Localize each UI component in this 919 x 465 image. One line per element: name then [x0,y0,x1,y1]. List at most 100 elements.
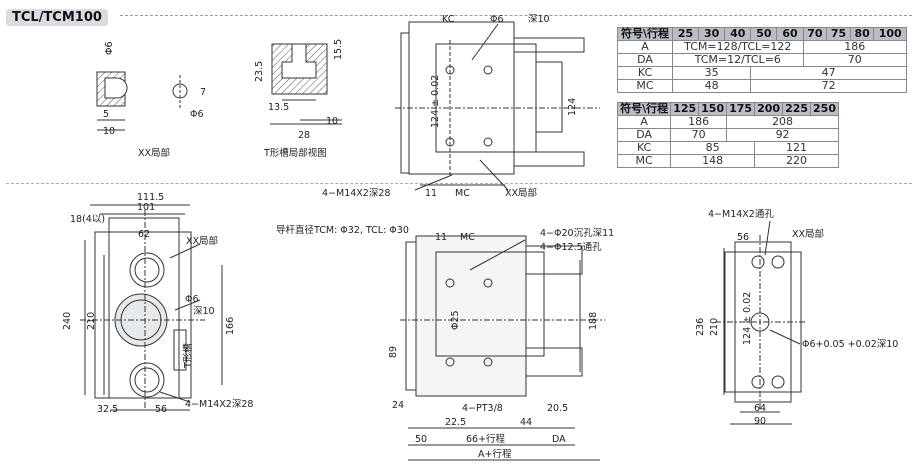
table-row: A 186 208 [616,115,839,129]
label-phi6-c: Φ6 [185,294,199,305]
table-header: 75 [826,27,851,41]
table-cell: 70 [670,128,728,142]
table-cell: 70 [802,53,908,67]
table-header: 200 [754,102,784,116]
table-cell: 35 [671,66,752,80]
label-phi25: Φ25 [450,310,461,330]
table-cell: 72 [750,79,907,93]
label-phi6-top: Φ6 [490,14,504,25]
table-header: 125 [670,102,700,116]
table-header: 符号\行程 [617,27,673,41]
dim-10a: 10 [103,126,115,137]
dim-11a: 11 [425,188,437,199]
table-cell: TCM=128/TCL=122 [672,40,804,54]
label-m14-deep28-b: 4−M14X2深28 [185,399,253,410]
divider [120,15,912,16]
table-row: DA TCM=12/TCL=6 70 [617,53,908,67]
table-header: 225 [782,102,812,116]
label-t-slot-view: T形槽局部视图 [263,147,327,159]
dim-90: 90 [754,416,766,427]
table-cell: DA [617,53,673,67]
dim-22-5: 22.5 [445,417,466,428]
label-rod-dia: 导杆直径TCM: Φ32, TCL: Φ30 [276,224,409,236]
table-header: 70 [802,27,828,41]
dim-210a: 210 [86,312,97,330]
table-cell: 48 [671,79,752,93]
label-m14-deep28: 4−M14X2深28 [322,188,390,199]
dim-23-5: 23.5 [254,61,265,82]
stroke-table-2: 符号\行程 125 150 175 200 225 250 A 186 208 … [616,102,839,168]
table-cell: MC [617,79,673,93]
label-thru: 4−Φ12.5通孔 [540,242,602,253]
table-cell: A [616,115,672,129]
table-header: 150 [698,102,728,116]
label-r18: 18(4以) [70,214,105,225]
table-cell: 148 [670,154,756,168]
table-row: A TCM=128/TCL=122 186 [617,40,908,54]
table-cell: 85 [670,141,756,155]
label-a-stroke: A+行程 [478,448,512,460]
dim-56a: 56 [155,404,167,415]
page-title: TCL/TCM100 [6,9,108,26]
dim-10b: 10 [326,116,338,127]
stroke-table-1: 符号\行程 25 30 40 50 60 70 75 80 100 A TCM=… [617,27,908,93]
label-pt: 4−PT3/8 [462,403,503,414]
table-header: 250 [810,102,839,116]
dim-240: 240 [62,312,73,330]
table-row: DA 70 92 [616,128,839,142]
table-cell: 220 [754,154,839,168]
label-xx-section: XX局部 [138,147,170,159]
dim-7: 7 [200,87,206,98]
label-kc: KC [442,14,455,25]
table-cell: 92 [726,128,839,142]
dim-5: 5 [103,109,109,120]
table-cell: TCM=12/TCL=6 [672,53,804,67]
table-header: 80 [849,27,875,41]
dim-188: 188 [588,312,599,330]
label-m14-through: 4−M14X2通孔 [708,209,774,220]
dim-50: 50 [415,434,427,445]
dim-20-5: 20.5 [547,403,568,414]
table-cell: 186 [670,115,728,129]
dim-56b: 56 [737,232,749,243]
label-tol124-a: 124 ± 0.02 [430,75,441,128]
table-header: 符号\行程 [616,102,672,116]
table-cell: 208 [726,115,839,129]
table-header: 30 [698,27,726,41]
label-cbore: 4−Φ20沉孔深11 [540,228,614,239]
dim-44: 44 [520,417,532,428]
table-row: MC 148 220 [616,154,839,168]
label-xx-part-a: XX局部 [505,187,537,199]
table-row: KC 85 121 [616,141,839,155]
dim-32-5: 32.5 [97,404,118,415]
label-xx-part-c: XX局部 [792,228,824,240]
dim-210b: 210 [709,318,720,336]
table-cell: KC [616,141,672,155]
label-mc-b: MC [460,232,475,243]
dim-101: 101 [137,202,155,213]
table-cell: MC [616,154,672,168]
table-header: 60 [776,27,804,41]
dim-64: 64 [754,403,766,414]
label-plus-stroke: 66+行程 [466,433,506,445]
label-xx-part-b: XX局部 [186,235,218,247]
table-row: KC 35 47 [617,66,907,80]
dim-24: 24 [392,400,404,411]
label-deep10-b: 深10 [193,306,215,317]
label-phi6-a: Φ6 [104,41,115,55]
dim-11b: 11 [435,232,447,243]
table-row: MC 48 72 [617,79,907,93]
divider [6,183,912,184]
label-tol124-b: 124 ± 0.02 [742,292,753,345]
dim-62: 62 [138,229,150,240]
label-t-slot: T形槽 [182,343,194,369]
table-cell: A [617,40,673,54]
dim-124: 124 [567,98,578,116]
dim-89: 89 [388,346,399,358]
table-cell: 121 [754,141,839,155]
label-mc-a: MC [455,188,470,199]
dim-111-5: 111.5 [137,192,164,203]
dim-236: 236 [695,318,706,336]
dim-15-5: 15.5 [333,39,344,60]
dim-13-5: 13.5 [268,102,289,113]
